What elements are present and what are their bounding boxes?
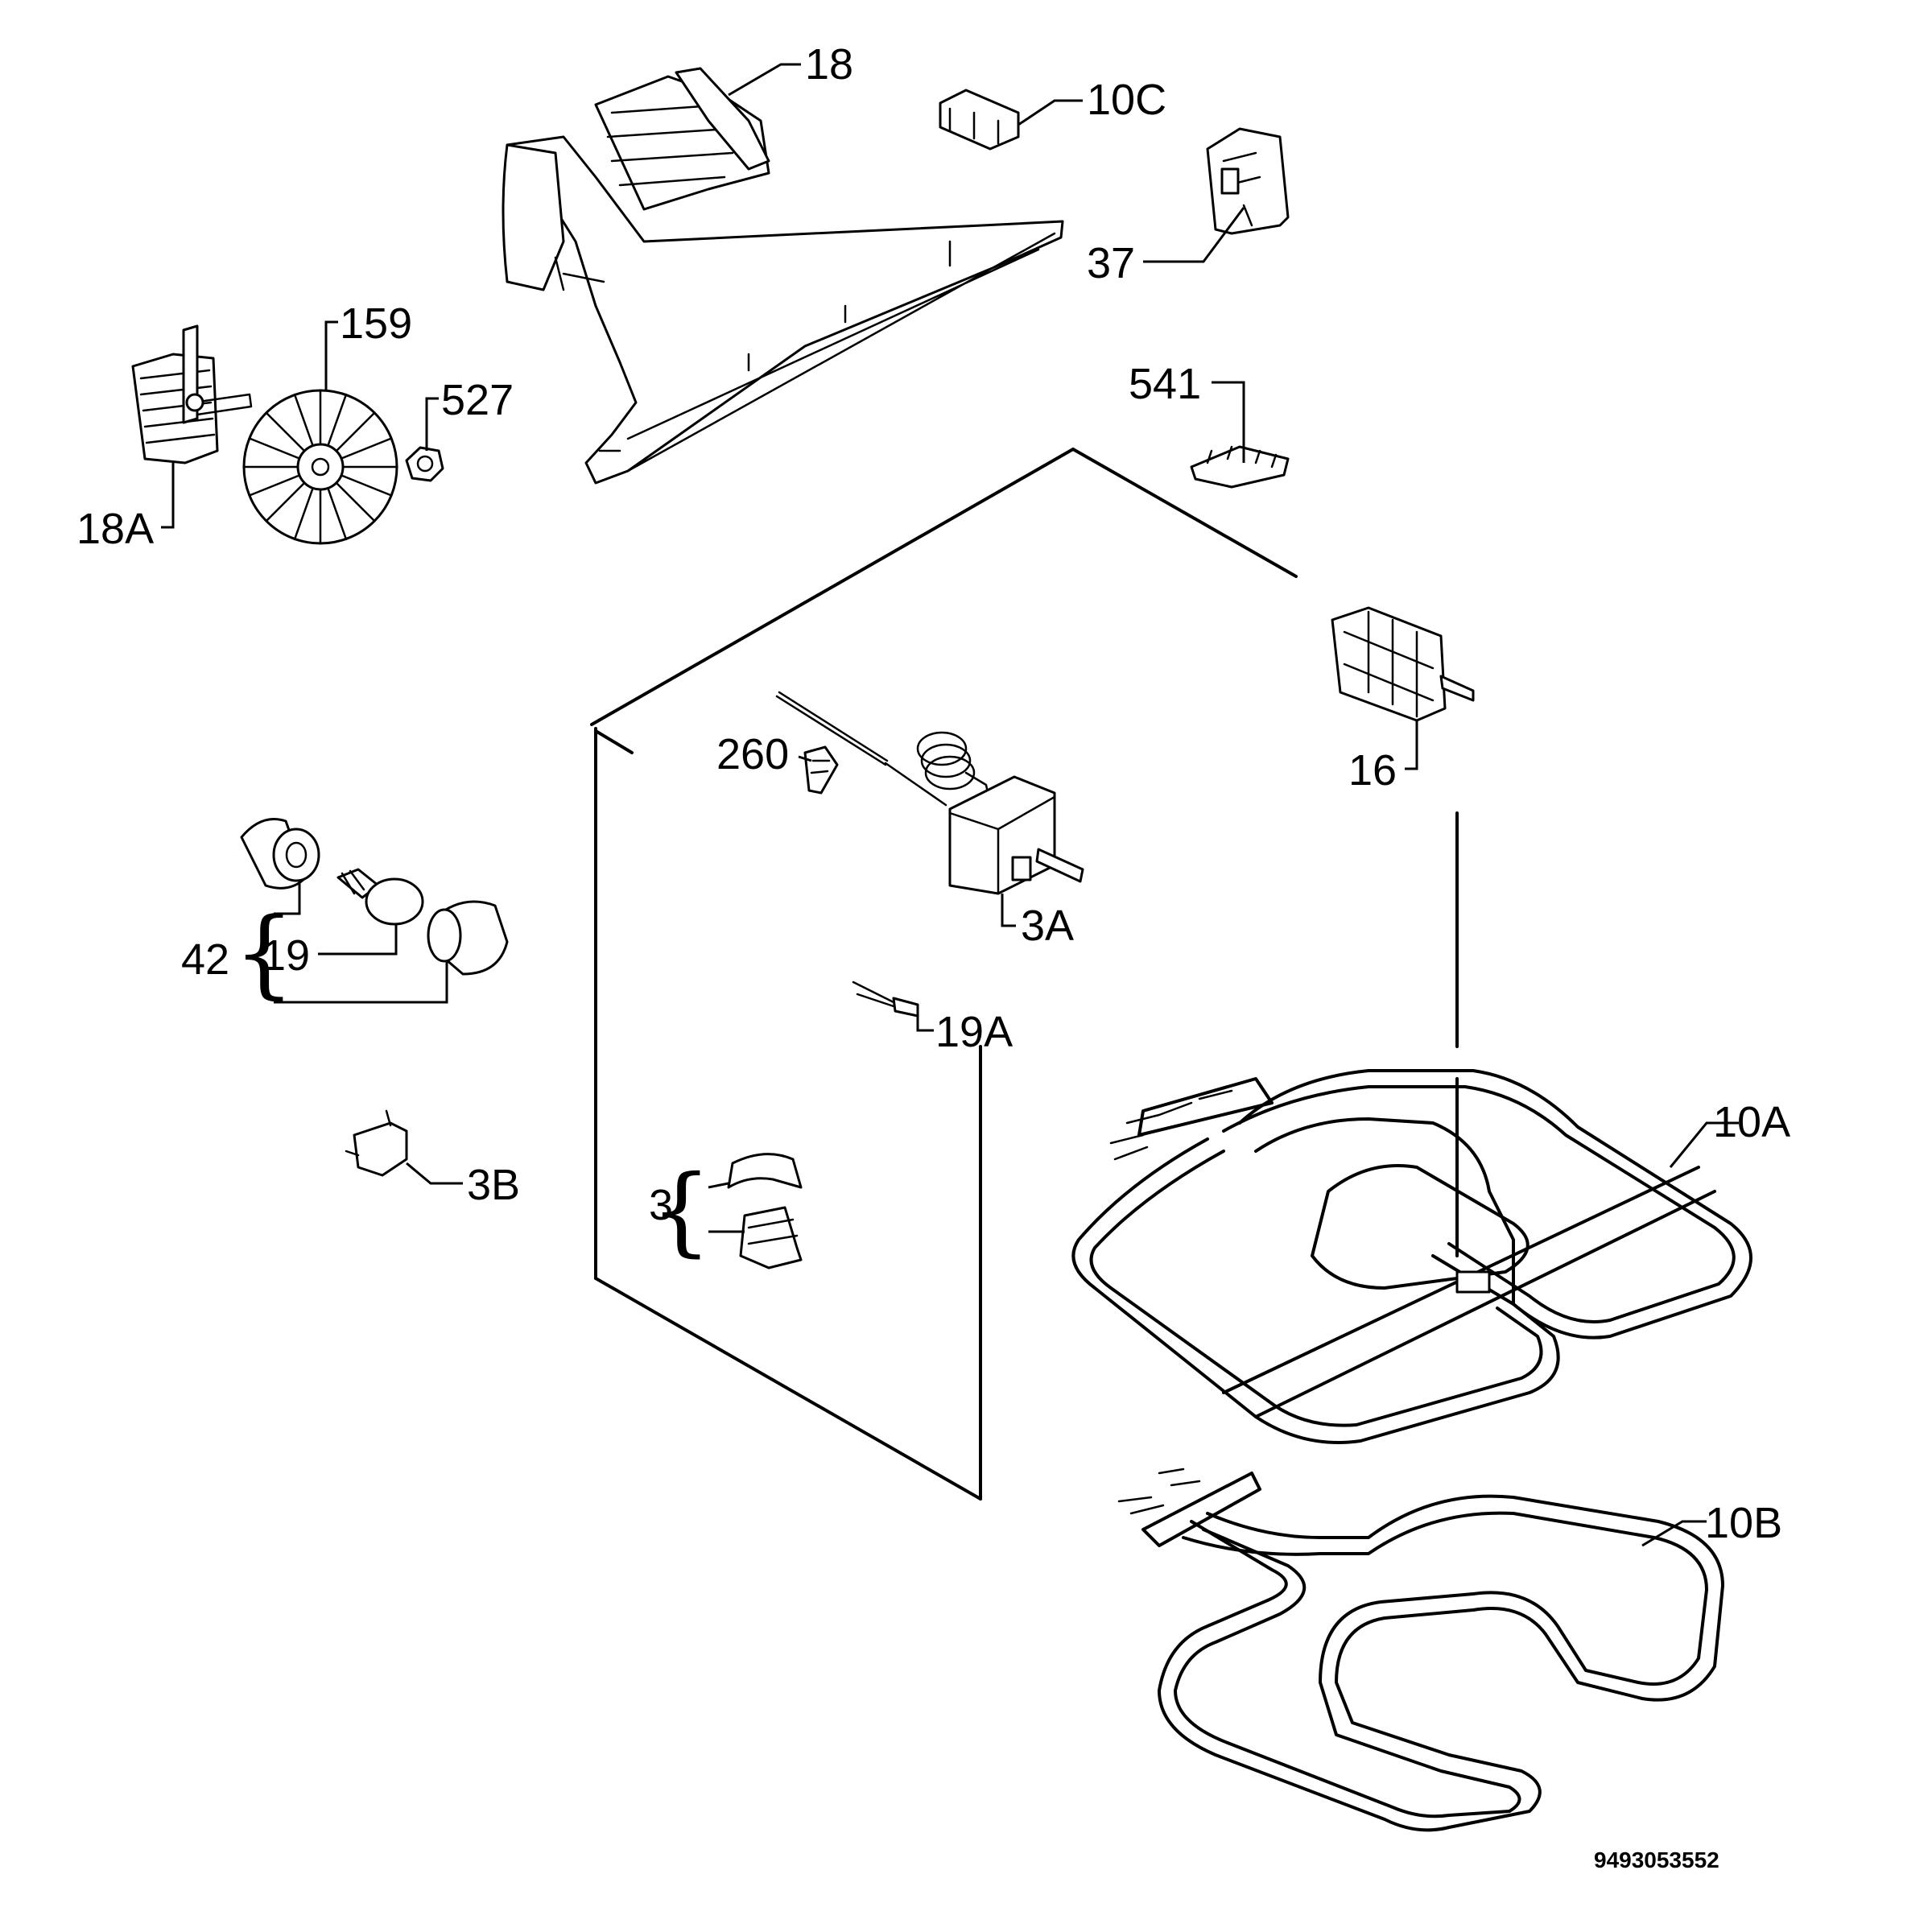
label-part-42: 42 <box>181 935 229 984</box>
selector-switch-part-16 <box>1331 606 1475 722</box>
label-part-3: 3 <box>649 1181 673 1229</box>
nut-part-527 <box>405 446 444 482</box>
label-part-18: 18 <box>805 40 853 89</box>
fan-cover-part-18 <box>502 67 1064 485</box>
lamp-holder-part-42 <box>240 818 320 890</box>
thermostat-clip-part-3 <box>727 1153 803 1189</box>
connector-part-10c <box>939 89 1020 151</box>
label-part-37: 37 <box>1087 239 1135 287</box>
fan-blade-part-159 <box>242 389 398 545</box>
label-part-10b: 10B <box>1705 1499 1782 1547</box>
grill-element-part-10a <box>1071 1069 1752 1444</box>
lamp-cover-part-42 <box>427 900 509 976</box>
switch-part-37 <box>1206 127 1290 235</box>
sensor-part-19a <box>852 980 919 1018</box>
label-part-159: 159 <box>340 299 412 348</box>
label-part-10c: 10C <box>1087 76 1166 124</box>
brace-3: { <box>650 1155 712 1267</box>
lamp-bulb-part-19 <box>336 868 424 926</box>
oven-cavity <box>590 448 1459 1501</box>
label-part-19a: 19A <box>935 1008 1013 1056</box>
label-part-3a: 3A <box>1021 902 1074 950</box>
diagram-code: 9493053552 <box>1594 1847 1719 1872</box>
clip-part-260 <box>803 745 839 795</box>
thermal-cutout-part-3b <box>345 1109 408 1177</box>
label-part-16: 16 <box>1348 746 1397 795</box>
brace-42: { <box>233 898 295 1009</box>
label-part-18a: 18A <box>76 505 154 553</box>
thermostat-part-3a <box>775 691 1084 895</box>
label-part-3b: 3B <box>467 1161 520 1209</box>
thermostat-body-part-3 <box>739 1206 803 1269</box>
label-part-260: 260 <box>716 730 789 778</box>
label-part-10a: 10A <box>1713 1098 1790 1146</box>
bottom-element-part-10b <box>1117 1468 1724 1832</box>
label-part-19: 19 <box>262 931 310 980</box>
label-part-527: 527 <box>441 376 514 424</box>
leader-lines <box>161 63 1739 1547</box>
label-part-541: 541 <box>1129 360 1201 408</box>
terminal-block-part-541 <box>1190 445 1290 489</box>
fan-motor-part-18a <box>131 324 253 464</box>
